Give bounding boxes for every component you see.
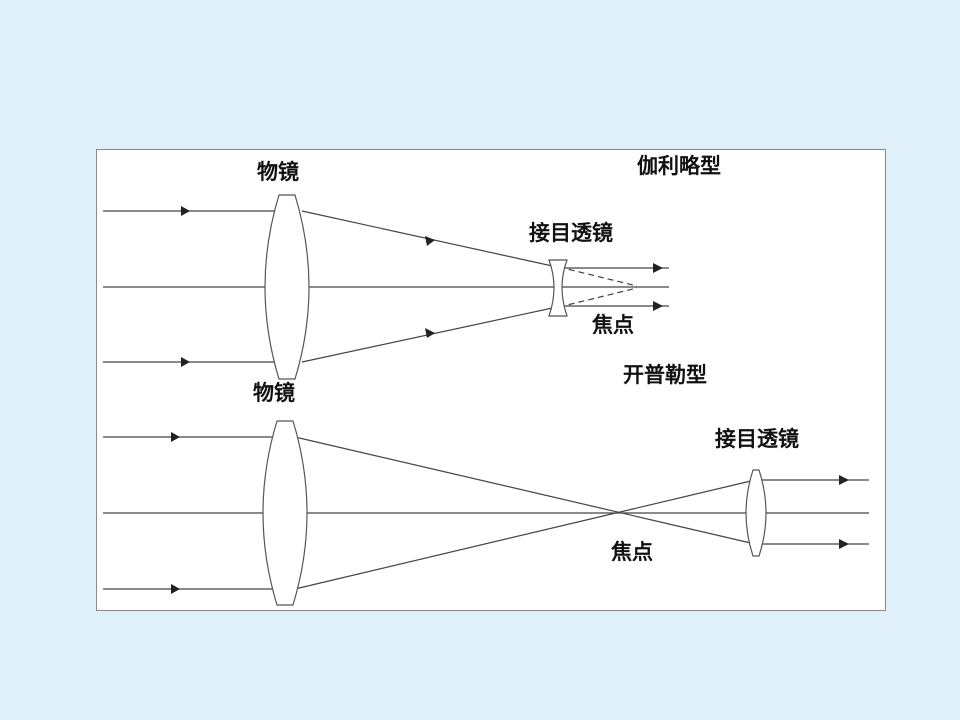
- arrowhead-icon: [839, 539, 849, 549]
- arrowhead-icon: [171, 432, 180, 442]
- keplerian-objective-lens: [262, 420, 308, 606]
- galilean-telescope: 物镜 伽利略型 接目透镜 焦点: [103, 154, 721, 380]
- keplerian-eyepiece-label: 接目透镜: [715, 427, 799, 451]
- arrowhead-icon: [653, 263, 663, 273]
- arrowhead-icon: [171, 584, 180, 594]
- galilean-virtual-ray-top: [558, 266, 638, 287]
- diagram-panel: 物镜 伽利略型 接目透镜 焦点 开普勒型: [96, 149, 886, 611]
- keplerian-telescope: 开普勒型 物镜 接目透镜 焦点: [103, 363, 869, 606]
- arrowhead-icon: [653, 301, 663, 311]
- telescope-diagram: 物镜 伽利略型 接目透镜 焦点 开普勒型: [103, 154, 869, 606]
- arrowhead-icon: [839, 475, 849, 485]
- galilean-virtual-ray-bottom: [558, 287, 638, 308]
- arrowhead-icon: [425, 236, 435, 246]
- galilean-eyepiece-lens: [548, 259, 568, 317]
- keplerian-title: 开普勒型: [623, 363, 707, 387]
- arrowhead-icon: [181, 206, 190, 216]
- arrowhead-icon: [181, 357, 190, 367]
- keplerian-objective-label: 物镜: [253, 381, 295, 405]
- keplerian-eyepiece-lens: [745, 469, 767, 557]
- galilean-objective-label: 物镜: [257, 160, 299, 184]
- galilean-focus-label: 焦点: [591, 313, 634, 337]
- galilean-title: 伽利略型: [637, 154, 721, 178]
- keplerian-crossing-ray-2: [294, 479, 756, 590]
- keplerian-focus-label: 焦点: [610, 540, 653, 564]
- galilean-eyepiece-label: 接目透镜: [529, 221, 613, 245]
- galilean-objective-lens: [264, 194, 310, 380]
- keplerian-crossing-ray-1: [294, 436, 756, 545]
- arrowhead-icon: [425, 328, 435, 338]
